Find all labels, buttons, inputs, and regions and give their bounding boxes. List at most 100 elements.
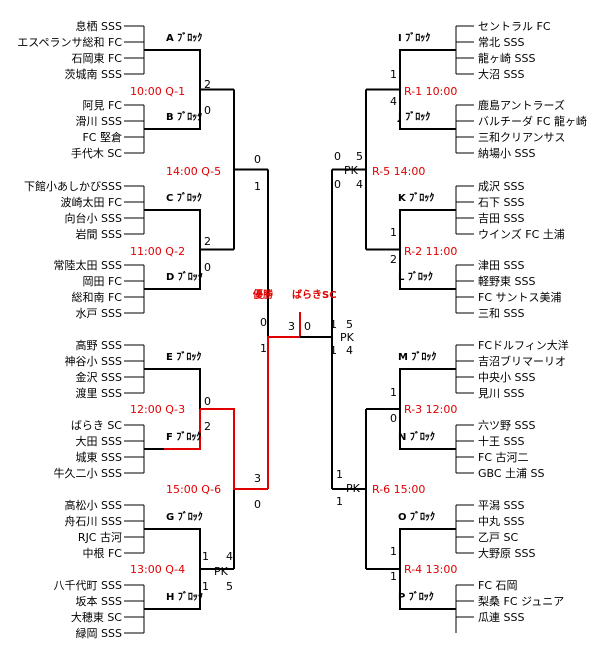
pk-label: PK	[346, 482, 361, 495]
block-label: E ﾌﾞﾛｯｸ	[166, 350, 201, 363]
score: 5	[226, 580, 233, 593]
match-label: 15:00 Q-6	[166, 483, 221, 496]
team-name-left: 阿見 FC	[82, 99, 122, 112]
block-label: H ﾌﾞﾛｯｸ	[166, 590, 203, 603]
team-name-right: 見川 SSS	[478, 387, 524, 400]
team-name-right: 常北 SSS	[478, 36, 524, 49]
team-name-right: 三和 SSS	[478, 307, 524, 320]
block-label: A ﾌﾞﾛｯｸ	[166, 31, 202, 44]
block-label: O ﾌﾞﾛｯｸ	[398, 510, 435, 523]
score: 0	[204, 261, 211, 274]
team-name-right: 三和クリアンサス	[478, 131, 565, 144]
team-name-left: 茨城南 SSS	[65, 67, 122, 81]
team-name-right: FCドルフィン大洋	[478, 338, 569, 352]
team-name-right: ウインズ FC 土浦	[478, 227, 565, 241]
team-name-left: 緑岡 SSS	[76, 626, 122, 640]
team-name-left: 渡里 SSS	[76, 386, 122, 400]
match-label: R-2 11:00	[404, 245, 457, 258]
team-name-left: 常陸太田 SSS	[54, 259, 122, 272]
winner-path	[200, 408, 268, 490]
block-label: B ﾌﾞﾛｯｸ	[166, 110, 202, 123]
score: 0	[204, 104, 211, 117]
team-name-right: 中央小 SSS	[478, 371, 535, 384]
block-label: K ﾌﾞﾛｯｸ	[398, 191, 434, 204]
team-name-left: 牛久二小 SSS	[54, 466, 122, 480]
match-label: 10:00 Q-1	[130, 85, 185, 98]
team-name-left: 息栖 SSS	[76, 19, 122, 33]
pk-label: PK	[214, 565, 229, 578]
score: 1	[330, 318, 337, 331]
team-name-left: 手代木 SC	[71, 146, 122, 160]
team-name-left: 岩間 SSS	[76, 227, 122, 241]
score: 4	[356, 178, 363, 191]
team-name-left: 中根 FC	[82, 546, 122, 560]
score: 1	[390, 386, 397, 399]
score: 0	[260, 316, 267, 329]
team-name-right: 成沢 SSS	[478, 179, 524, 193]
score: 2	[390, 253, 397, 266]
score: 3	[254, 472, 261, 485]
team-name-right: バルチーダ FC 龍ヶ崎	[478, 114, 587, 128]
score: 4	[226, 550, 233, 563]
team-name-left: 舟石川 SSS	[65, 514, 122, 528]
block-label: P ﾌﾞﾛｯｸ	[398, 590, 434, 603]
team-name-left: 八千代町 SSS	[54, 579, 122, 592]
team-name-right: 納場小 SSS	[478, 147, 535, 160]
team-name-left: 滑川 SSS	[76, 115, 122, 128]
score: 1	[202, 550, 209, 563]
block-label: C ﾌﾞﾛｯｸ	[166, 191, 202, 204]
team-name-right: 六ツ野 SSS	[478, 419, 535, 432]
score: 1	[336, 468, 343, 481]
team-name-right: 大野原 SSS	[478, 546, 535, 560]
block-label: L ﾌﾞﾛｯｸ	[398, 270, 433, 283]
team-name-left: 金沢 SSS	[76, 370, 122, 384]
team-name-right: 瓜連 SSS	[478, 610, 524, 624]
team-name-right: 梨桑 FC ジュニア	[478, 594, 564, 608]
score: 0	[304, 320, 311, 333]
winner-path	[267, 336, 300, 489]
score: 2	[204, 235, 211, 248]
score: 0	[204, 395, 211, 408]
match-label: R-4 13:00	[404, 563, 457, 576]
score: 1	[260, 342, 267, 355]
team-name-right: 吉田 SSS	[478, 212, 524, 225]
match-label: R-5 14:00	[372, 165, 425, 178]
score: 0	[254, 153, 261, 166]
team-name-left: 下館小あしかびSSS	[24, 179, 122, 193]
block-label: G ﾌﾞﾛｯｸ	[166, 510, 203, 523]
score: 0	[390, 412, 397, 425]
score: 1	[390, 570, 397, 583]
match-label: R-1 10:00	[404, 85, 457, 98]
team-name-left: 波崎太田 FC	[60, 195, 122, 209]
team-name-right: 鹿島アントラーズ	[478, 98, 565, 112]
score: 0	[334, 150, 341, 163]
team-name-left: 高野 SSS	[76, 338, 122, 352]
score: 5	[356, 150, 363, 163]
team-name-right: 乙戸 SC	[478, 531, 518, 544]
team-name-right: 大沼 SSS	[478, 67, 524, 81]
match-label: R-6 15:00	[372, 483, 425, 496]
team-name-left: 大穂東 SC	[71, 610, 122, 624]
block-label: F ﾌﾞﾛｯｸ	[166, 430, 201, 443]
score: 1	[390, 226, 397, 239]
match-label: 11:00 Q-2	[130, 245, 185, 258]
team-name-left: RJC 古河	[78, 531, 122, 544]
score: 1	[390, 545, 397, 558]
score: 1	[254, 180, 261, 193]
match-label: 14:00 Q-5	[166, 165, 221, 178]
team-name-left: 向台小 SSS	[65, 211, 122, 225]
match-label: R-3 12:00	[404, 403, 457, 416]
block-label: D ﾌﾞﾛｯｸ	[166, 270, 203, 283]
score: 5	[346, 318, 353, 331]
score: 3	[288, 320, 295, 333]
score: 1	[390, 68, 397, 81]
team-name-right: GBC 土浦 SS	[478, 467, 545, 480]
team-name-left: FC 堅倉	[82, 130, 122, 144]
block-label: I ﾌﾞﾛｯｸ	[398, 31, 430, 44]
pk-label: PK	[344, 164, 359, 177]
team-name-right: セントラル FC	[478, 20, 551, 33]
pk-label: PK	[340, 331, 355, 344]
team-name-left: ばらき SC	[71, 419, 122, 432]
score: 4	[346, 344, 353, 357]
